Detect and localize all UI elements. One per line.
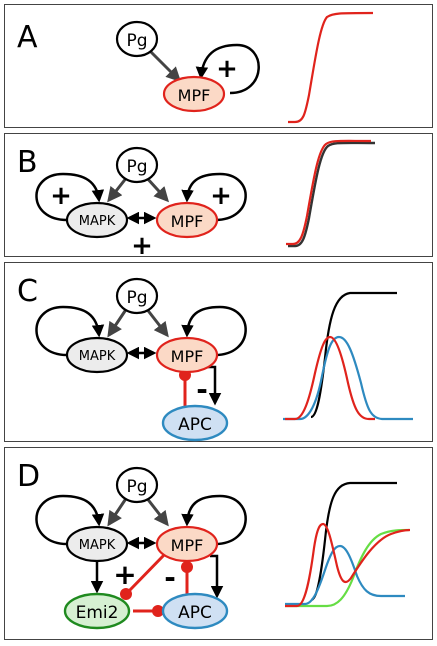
node-emi2-label: Emi2 (76, 603, 119, 623)
edge-pg-mapk (107, 307, 129, 338)
node-apc-label: APC (178, 603, 212, 623)
edge-mapk-self (35, 305, 105, 357)
node-pg: Pg (115, 20, 159, 58)
sign-plus: + (113, 558, 136, 591)
curve-emi2 (285, 528, 410, 608)
edge-mpf-apc (210, 554, 224, 599)
edge-mapk-self (35, 494, 105, 546)
panel-b: MAPK Pg MPF + + + B (4, 133, 433, 258)
curve-mpf (285, 335, 375, 421)
edge-mpf-inhibits-emi2 (127, 552, 167, 593)
curve-mapk (310, 481, 397, 602)
node-mpf: MPF (155, 525, 219, 563)
inhibition-head-emi2 (120, 588, 132, 600)
node-pg-label: Pg (126, 157, 147, 177)
curve-mpf (286, 139, 372, 246)
edge-pg-mapk (107, 496, 129, 527)
panel-d: MAPK Pg MPF Emi2 APC + - D (4, 447, 433, 640)
edge-mpf-self (195, 43, 260, 95)
panel-a-diagram: Pg MPF + (115, 11, 374, 124)
node-mpf: MPF (155, 336, 219, 374)
edge-pg-mpf (148, 49, 182, 83)
node-mapk-label: MAPK (79, 538, 116, 553)
sign-minus: - (164, 561, 176, 594)
node-emi2: Emi2 (63, 592, 131, 630)
node-mapk: MAPK (65, 201, 129, 239)
node-apc-label: APC (178, 415, 212, 435)
edge-mpf-self (181, 494, 247, 546)
sign-self-mapk: + (50, 181, 72, 211)
panel-a: Pg MPF + A (4, 4, 433, 128)
inhibition-head-apc (152, 605, 164, 617)
node-mpf-label: MPF (171, 347, 204, 366)
panel-b-diagram: MAPK Pg MPF + + + (35, 139, 376, 258)
sign-self-mpf: + (210, 181, 232, 211)
edge-mpf-apc (207, 365, 222, 406)
curve-apc (283, 335, 413, 421)
node-mapk: MAPK (65, 525, 129, 563)
curve-mpf (285, 522, 411, 608)
node-mapk-label: MAPK (79, 349, 116, 364)
node-mpf-label: MPF (171, 536, 204, 555)
panel-c-diagram: MAPK Pg MPF APC - (35, 277, 413, 442)
node-mpf: MPF (155, 201, 219, 239)
node-mpf: MPF (162, 75, 226, 113)
curve-mapk (310, 291, 397, 419)
panel-a-label: A (17, 20, 38, 55)
edge-pg-mpf (144, 175, 170, 203)
edge-pg-mpf (144, 496, 169, 527)
node-pg: Pg (115, 277, 159, 315)
node-apc: APC (161, 592, 229, 630)
node-pg-label: Pg (126, 477, 147, 497)
inhibition-head-mpf (181, 561, 193, 573)
edge-mapk-self (35, 172, 105, 222)
node-apc: APC (161, 404, 229, 442)
panel-b-label: B (17, 145, 38, 180)
panel-d-label: D (17, 459, 41, 494)
panel-c-label: C (17, 274, 38, 309)
node-mpf-label: MPF (178, 86, 211, 105)
curve-apc (285, 544, 405, 606)
curve-mpf (288, 11, 374, 124)
sign-self-mpf: + (216, 54, 238, 84)
node-mpf-label: MPF (171, 212, 204, 231)
panel-d-diagram: MAPK Pg MPF Emi2 APC + - (35, 466, 411, 630)
node-pg: Pg (115, 466, 159, 504)
edge-pg-mpf (144, 307, 169, 338)
panel-c: MAPK Pg MPF APC - C (4, 262, 433, 442)
node-mapk: MAPK (65, 336, 129, 374)
node-mapk-label: MAPK (79, 214, 116, 229)
edge-pg-mapk (107, 176, 129, 203)
edge-mpf-self (181, 172, 247, 222)
node-pg-label: Pg (126, 288, 147, 308)
sign-mutual: + (131, 231, 153, 258)
sign-inhibition: - (196, 373, 208, 406)
node-pg: Pg (115, 146, 159, 184)
curve-mapk (288, 141, 376, 248)
edge-mpf-self (181, 305, 247, 357)
node-pg-label: Pg (126, 31, 147, 51)
